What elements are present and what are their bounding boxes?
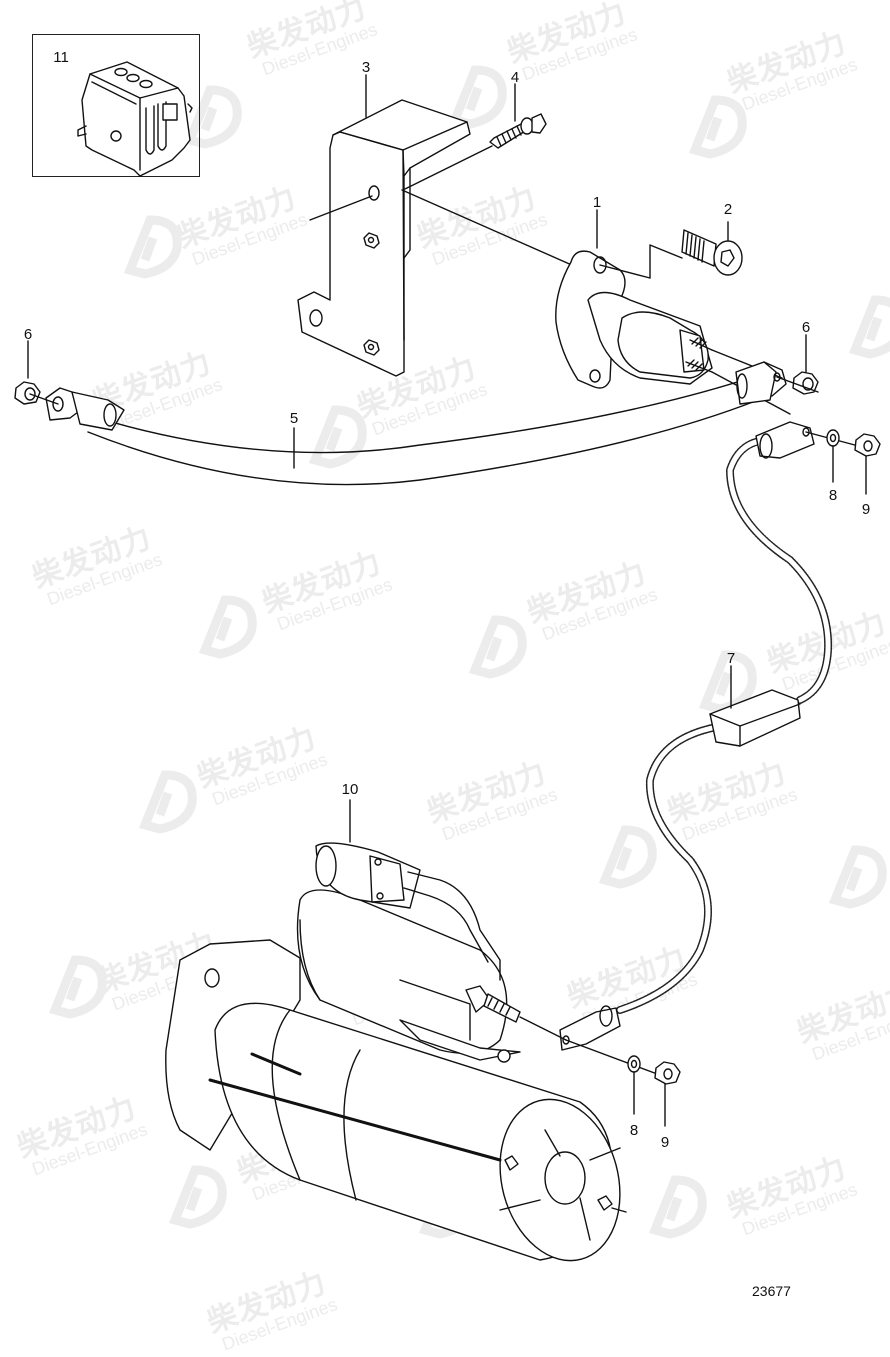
callout-11[interactable]: 11 (53, 49, 69, 66)
washer-part-upper[interactable] (805, 429, 867, 483)
callout-8-upper[interactable]: 8 (828, 487, 838, 504)
callout-9-lower[interactable]: 9 (660, 1134, 670, 1151)
harness-cable-part[interactable] (559, 421, 833, 1051)
battery-cable-part[interactable] (45, 361, 787, 486)
line-art (14, 61, 881, 1274)
callout-8-lower[interactable]: 8 (629, 1122, 639, 1139)
callout-3[interactable]: 3 (361, 59, 371, 76)
solenoid-relay-part[interactable] (555, 209, 791, 415)
connector-block-part[interactable] (77, 61, 193, 177)
washer-part-lower[interactable] (627, 1055, 641, 1115)
callout-2[interactable]: 2 (723, 201, 733, 218)
flange-bolt-part[interactable] (489, 83, 547, 149)
drawing-number: 23677 (752, 1283, 791, 1299)
callout-6-right[interactable]: 6 (801, 319, 811, 336)
callout-6-left[interactable]: 6 (23, 326, 33, 343)
inset-box-connector (32, 34, 200, 177)
callout-9-upper[interactable]: 9 (861, 501, 871, 518)
nut-part-upper-9[interactable] (854, 433, 881, 495)
bracket-part[interactable] (297, 74, 575, 377)
callout-7[interactable]: 7 (726, 650, 736, 667)
callout-4[interactable]: 4 (510, 69, 520, 86)
callout-5[interactable]: 5 (289, 410, 299, 427)
nut-part-left[interactable] (14, 340, 59, 405)
nut-part-lower-9[interactable] (654, 1061, 681, 1127)
nut-part-right[interactable] (776, 334, 819, 395)
callout-1[interactable]: 1 (592, 194, 602, 211)
callout-10[interactable]: 10 (341, 781, 359, 798)
starter-motor-part[interactable] (165, 799, 669, 1274)
socket-head-screw-part[interactable] (681, 221, 743, 276)
